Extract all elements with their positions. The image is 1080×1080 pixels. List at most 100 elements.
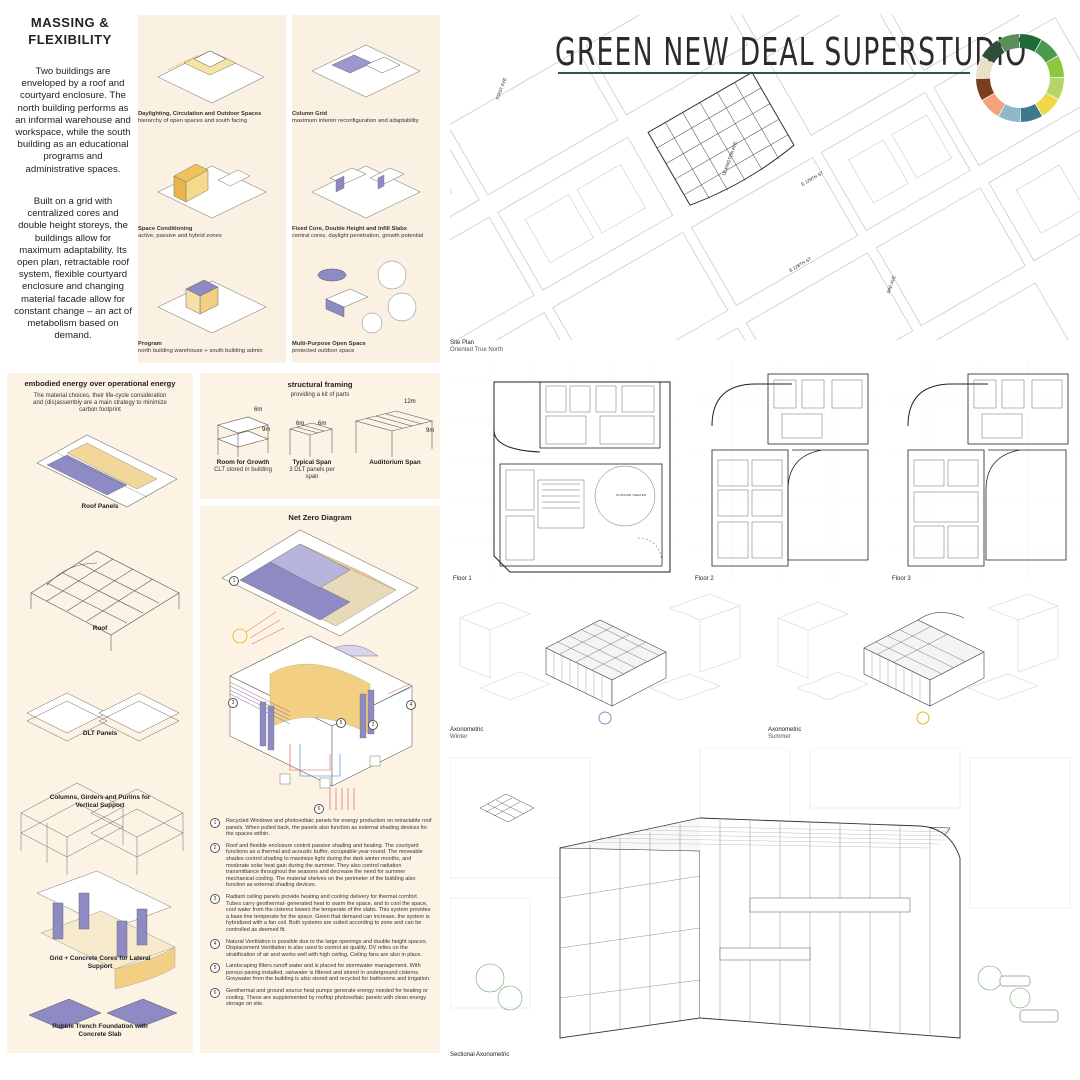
- dim-label: 6m: [318, 421, 327, 427]
- key-plan-icon: [479, 793, 535, 823]
- logo-ring-segment: [981, 40, 1005, 63]
- net-zero-notes: 1 Recycled Windows and photovoltaic pane…: [210, 818, 432, 1008]
- floor-plan-1-drawing: OUTDOOR THEATER: [450, 360, 682, 582]
- floor-1-label: Floor 1: [453, 576, 472, 582]
- massing-paragraph-1: Two buildings are enveloped by a roof an…: [15, 66, 131, 175]
- label-dlt-panels: DLT Panels: [82, 730, 118, 737]
- logo-ring-segment: [1035, 39, 1058, 63]
- foundation-drawing: [28, 998, 178, 1030]
- axo-summer-caption: Axonometric Summer: [768, 727, 801, 741]
- logo-ring-segment: [998, 34, 1020, 53]
- massing-axo-drawing: [317, 260, 417, 334]
- page-title: GREEN NEW DEAL SUPERSTUDIO: [555, 30, 1028, 74]
- massing-caption-sub: central cores, daylight penetration, gro…: [292, 233, 424, 239]
- massing-caption-sub: north building warehouse + south buildin…: [138, 348, 263, 354]
- exploded-axo-layers: [20, 434, 184, 1030]
- site-plan-caption: Site Plan Oriented True North: [450, 340, 503, 354]
- massing-axo-drawing: [311, 44, 421, 98]
- roof-frame-drawing: [30, 550, 180, 651]
- structural-framing-panel: structural framing providing a kit of pa…: [200, 373, 440, 499]
- note-item: 2 Roof and flexible enclosure control pa…: [210, 842, 432, 889]
- massing-cell: [292, 245, 440, 363]
- note-item: 6 Geothermal and ground source heat pump…: [210, 988, 432, 1008]
- site-plan: LEXINGTON AVE FIRST AVE E 129TH ST E 128…: [450, 15, 1080, 340]
- note-number: 5: [210, 963, 220, 974]
- callout-2: 2: [368, 720, 378, 730]
- embodied-title: embodied energy over operational energy: [24, 379, 176, 388]
- floor-3-label: Floor 3: [892, 576, 911, 582]
- concrete-cores-drawing: [36, 870, 176, 990]
- note-text: Recycled Windows and photovoltaic panels…: [226, 818, 432, 838]
- axo-caption-title: Axonometric: [450, 727, 484, 733]
- structural-title: structural framing: [287, 380, 353, 389]
- axo-summer-drawing: [777, 593, 1059, 725]
- logo-ring-segment: [1020, 34, 1042, 52]
- logo-ring-segment: [1046, 78, 1064, 100]
- massing-paragraph-2: Built on a grid with centralized cores a…: [14, 196, 132, 342]
- floor-plan-3: [888, 360, 1076, 582]
- logo-ring-segment: [1045, 56, 1064, 78]
- frame-desc: 3 DLT panels per span: [289, 466, 335, 480]
- dim-label: 9m: [426, 428, 435, 434]
- site-plan-caption-title: Site Plan: [450, 340, 475, 346]
- note-text: Roof and flexible enclosure control pass…: [226, 842, 423, 889]
- logo-ring-segment: [1020, 103, 1042, 122]
- label-roof-panels: Roof Panels: [81, 503, 119, 510]
- massing-caption-title: Column Grid: [292, 111, 328, 117]
- massing-cell: [292, 15, 440, 133]
- massing-axo-drawing: [311, 165, 421, 219]
- massing-caption: Daylighting, Circulation and Outdoor Spa…: [138, 111, 286, 125]
- title-block: GREEN NEW DEAL SUPERSTUDIO: [555, 30, 1028, 76]
- note-text: Radiant ceiling panels provide heating a…: [226, 893, 431, 933]
- massing-caption-title: Space Conditioning: [138, 226, 193, 232]
- label-foundation: Rubble Trench Foundation with Concrete S…: [52, 1023, 148, 1038]
- axonometric-summer: [768, 588, 1078, 728]
- massing-cell: [138, 130, 286, 248]
- frame-auditorium-span: Auditorium Span: [350, 459, 440, 467]
- floor-plan-2: [692, 360, 878, 582]
- frame-typical-span: Typical Span 3 DLT panels per span: [282, 459, 342, 481]
- massing-heading: MASSING & FLEXIBILITY: [28, 15, 112, 47]
- net-zero-axo-drawing: [221, 529, 419, 810]
- frame-name: Typical Span: [292, 459, 332, 466]
- massing-caption-sub: active, passive and hybrid zones: [138, 233, 222, 239]
- axo-caption-title: Axonometric: [768, 727, 802, 733]
- netzero-title: Net Zero Diagram: [288, 513, 352, 522]
- embodied-energy-panel: embodied energy over operational energy …: [7, 373, 193, 1053]
- note-number: 1: [210, 818, 220, 828]
- massing-axo-drawing: [157, 279, 267, 334]
- sectional-axo-caption: Sectional Axonometric: [450, 1052, 510, 1058]
- note-item: 3 Radiant ceiling panels provide heating…: [210, 893, 432, 934]
- callout-6: 6: [314, 804, 324, 814]
- massing-caption-sub: maximum interior reconfiguration and ada…: [292, 118, 419, 124]
- frame-desc: CLT stored in building: [214, 466, 272, 473]
- note-item: 5 Landscaping filters runoff water and i…: [210, 963, 432, 983]
- callout-5: 5: [336, 718, 346, 728]
- note-item: 4 Natural Ventilation is possible due to…: [210, 938, 432, 959]
- floor-plan-1: OUTDOOR THEATER: [450, 360, 682, 582]
- frame-name: Room for Growth: [216, 459, 270, 466]
- logo-ring-segment: [976, 56, 994, 78]
- logo-ring-segment: [976, 78, 995, 100]
- embodied-subtitle: The material choices, their life-cycle c…: [33, 393, 167, 414]
- massing-caption-title: Program: [138, 341, 162, 347]
- site-plan-caption-sub: Oriented True North: [450, 347, 504, 354]
- massing-caption-title: Fixed Core, Double Height and Infill Sla…: [292, 226, 407, 232]
- sectional-axonometric: [450, 748, 1076, 1050]
- label-columns-girders: Columns, Girders and Purlins for Vertica…: [49, 794, 151, 809]
- note-number: 3: [210, 893, 220, 904]
- label-concrete-cores: Grid + Concrete Cores for Lateral Suppor…: [49, 955, 151, 970]
- roof-panels-drawing: [36, 434, 178, 508]
- frame-name: Auditorium Span: [369, 459, 421, 466]
- massing-cell: [138, 245, 286, 363]
- note-text: Geothermal and ground source heat pumps …: [226, 988, 428, 1008]
- structural-frames-drawing: [217, 410, 434, 457]
- callout-4: 4: [406, 700, 416, 710]
- note-number: 4: [210, 938, 220, 949]
- plan-room-label: OUTDOOR THEATER: [616, 493, 647, 497]
- massing-cell: [292, 130, 440, 248]
